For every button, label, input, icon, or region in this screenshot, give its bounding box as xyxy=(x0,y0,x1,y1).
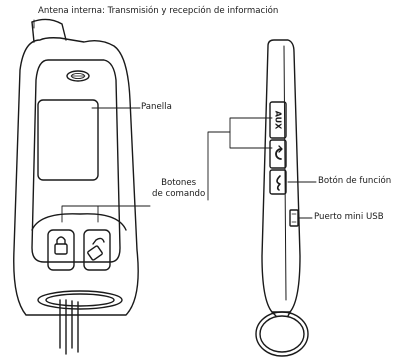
key-ring xyxy=(255,311,309,357)
key-ring-slot xyxy=(37,290,123,310)
command-buttons-label: Botones de comando xyxy=(152,178,205,200)
function-button-label: Botón de función xyxy=(318,176,392,186)
refresh-button[interactable] xyxy=(269,139,287,169)
keychain-strap xyxy=(59,299,79,355)
command-buttons-label-line2: de comando xyxy=(152,189,206,199)
side-body-outline xyxy=(261,39,301,313)
remote-body-outline xyxy=(13,37,139,316)
display-label: Panella xyxy=(141,102,172,112)
remote-side-view xyxy=(255,39,309,357)
command-buttons-label-line1: Botones xyxy=(161,178,197,188)
function-icon xyxy=(276,175,281,191)
function-button[interactable] xyxy=(269,169,287,195)
aux-button[interactable] xyxy=(269,101,287,139)
aux-key-label: AUX xyxy=(274,111,283,130)
display-screen xyxy=(37,99,99,181)
remote-bezel xyxy=(31,59,121,263)
antenna-label: Antena interna: Transmisión y recepción … xyxy=(38,6,279,16)
refresh-icon xyxy=(275,145,283,160)
car-logo-icon xyxy=(66,70,90,82)
unlock-icon xyxy=(87,237,105,261)
antenna-bump xyxy=(31,18,67,41)
lock-button[interactable] xyxy=(47,229,75,271)
mini-usb-port xyxy=(289,209,299,227)
unlock-button[interactable] xyxy=(83,229,111,271)
lock-icon xyxy=(54,236,68,255)
remote-front-view xyxy=(13,18,139,355)
callout-lines xyxy=(33,19,317,223)
usb-port-label: Puerto mini USB xyxy=(314,212,384,222)
